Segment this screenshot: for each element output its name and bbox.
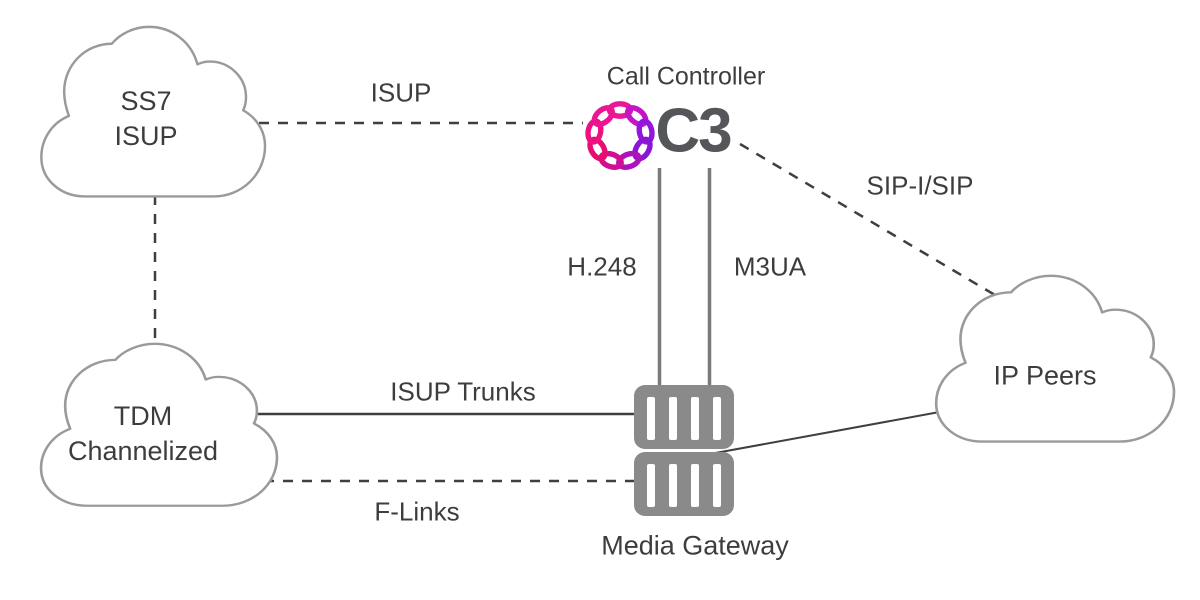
ss7-cloud-label-line1: SS7 xyxy=(120,86,172,116)
media-gateway-label: Media Gateway xyxy=(601,530,789,561)
logo-ring-segment xyxy=(632,136,653,162)
tdm-cloud-label: TDM Channelized xyxy=(68,399,218,469)
media-gateway-unit-bottom xyxy=(634,452,734,516)
ip-peers-label: IP Peers xyxy=(993,360,1097,391)
media-gateway-slots xyxy=(647,397,721,507)
isup-link-label: ISUP xyxy=(370,77,432,108)
logo-ring-segment xyxy=(625,105,649,128)
tdm-cloud-label-line1: TDM xyxy=(113,401,173,431)
f-links-link-label: F-Links xyxy=(374,496,460,527)
logo-ring-segment xyxy=(591,105,615,128)
ss7-cloud-label-line2: ISUP xyxy=(114,121,178,151)
media-gateway-icon xyxy=(634,385,734,516)
c3-logo-ring-icon xyxy=(585,101,655,170)
call-controller-label: Call Controller xyxy=(606,62,766,91)
tdm-cloud-label-line2: Channelized xyxy=(67,436,219,466)
sip-link-line xyxy=(739,142,1001,300)
c3-wordmark: C3 xyxy=(655,96,732,166)
isup-trunks-link-label: ISUP Trunks xyxy=(390,376,536,407)
media-gateway-unit-top xyxy=(634,385,734,449)
ss7-cloud-label: SS7 ISUP xyxy=(114,84,177,154)
m3ua-link-label: M3UA xyxy=(733,251,807,282)
sip-link-label: SIP-I/SIP xyxy=(866,170,974,201)
h248-link-label: H.248 xyxy=(567,251,637,282)
